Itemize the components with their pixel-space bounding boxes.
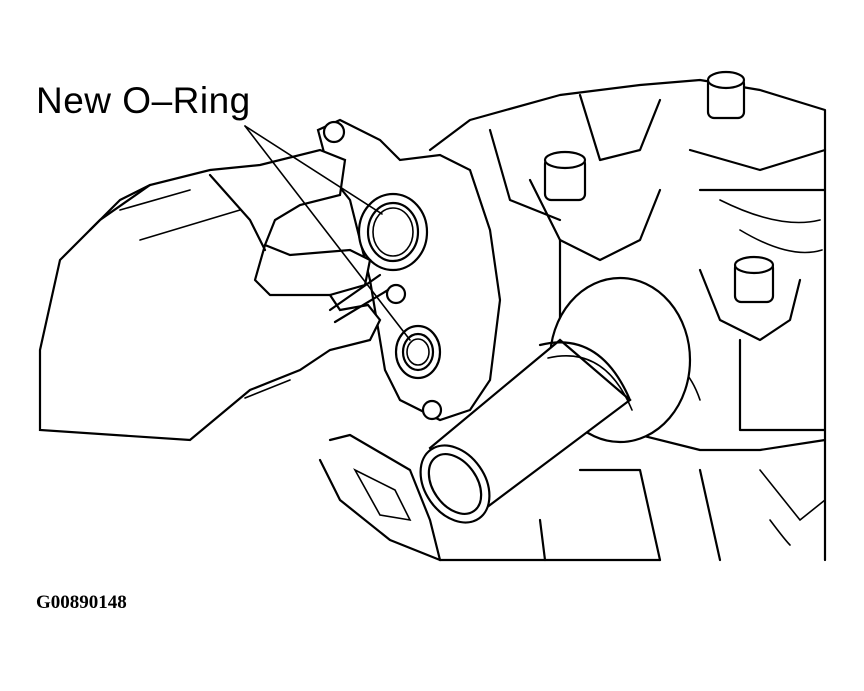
engine-block [318,70,827,562]
figure-id: G00890148 [36,592,127,613]
gloved-hand [38,148,390,442]
callout-leaders [244,125,411,341]
water-pipe [419,276,692,524]
o-ring-callout-label: New O–Ring [36,80,251,121]
outlet-flange [316,118,502,422]
